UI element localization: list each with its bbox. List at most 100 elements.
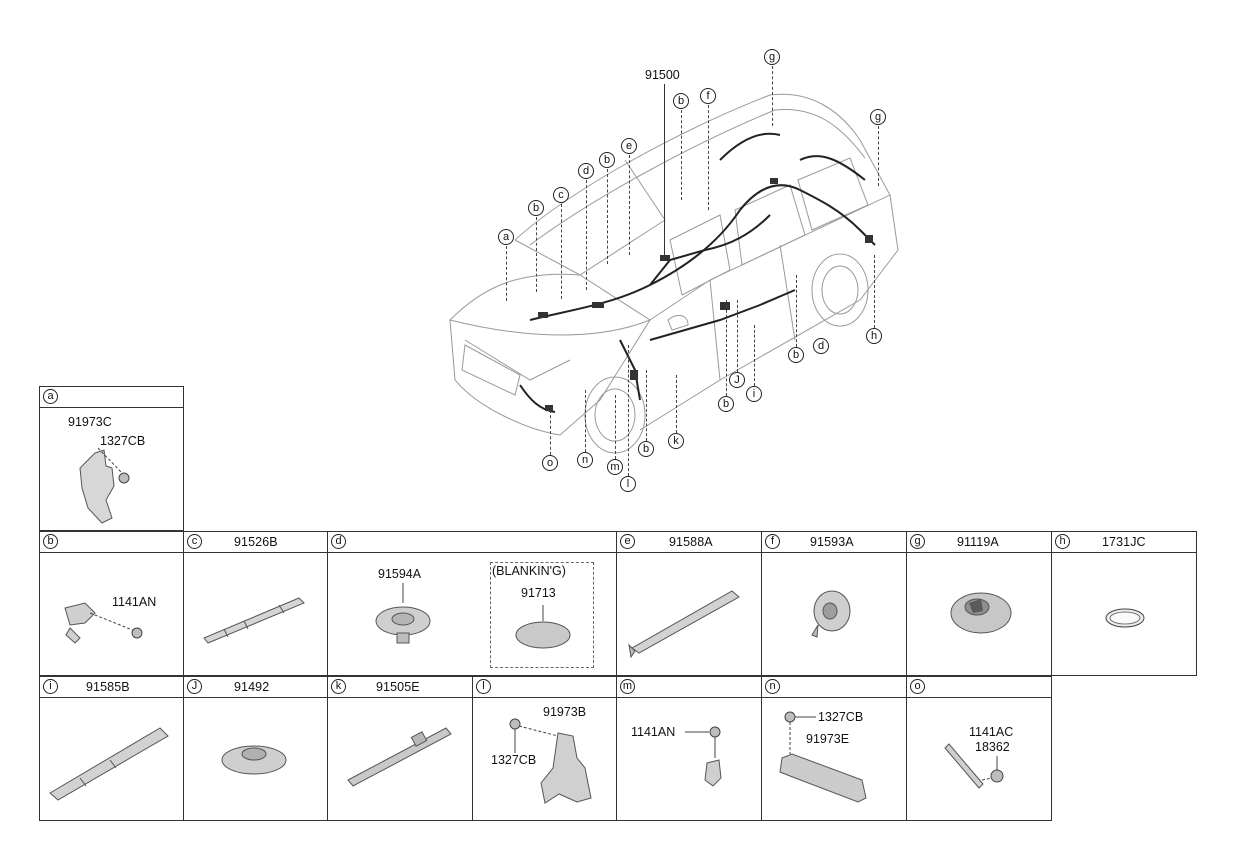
callout-a: a [498, 229, 514, 245]
bracket-illustration [509, 718, 592, 804]
cell-header: d [328, 532, 616, 553]
part-number: 1731JC [1102, 535, 1146, 549]
callout-c: c [553, 187, 569, 203]
bracket-illustration [79, 447, 130, 524]
leader-dash [536, 217, 537, 292]
callout-b: b [673, 93, 689, 109]
protector-illustration [49, 727, 169, 801]
callout-b: b [599, 152, 615, 168]
part-number: 91585B [86, 680, 130, 694]
leader-dash [676, 375, 677, 433]
leader-dash [646, 370, 647, 441]
callout-d: d [813, 338, 829, 354]
leader-dash [628, 345, 629, 476]
detail-cell-l: l 91973B 1327CB [472, 676, 617, 821]
detail-cell-g: g 91119A [906, 531, 1052, 676]
callout-n: n [577, 452, 593, 468]
detail-cell-o: o 1141AC 18362 [906, 676, 1052, 821]
detail-cell-f: f 91593A [761, 531, 907, 676]
cell-header: e 91588A [617, 532, 761, 553]
callout-i: i [746, 386, 762, 402]
leader-dash [629, 155, 630, 255]
cell-header: n [762, 677, 906, 698]
cell-header: g 91119A [907, 532, 1051, 553]
cell-letter: o [910, 679, 925, 694]
cell-letter: m [620, 679, 635, 694]
part-label: 91973B [543, 705, 587, 719]
part-label: 91594A [378, 567, 422, 581]
cell-header: m [617, 677, 761, 698]
leader-dash [506, 246, 507, 301]
part-number: 91505E [376, 680, 420, 694]
callout-J: J [729, 372, 745, 388]
cell-letter: e [620, 534, 635, 549]
ground-bolt-illustration [944, 743, 1004, 789]
detail-cell-e: e 91588A [616, 531, 762, 676]
callout-b: b [788, 347, 804, 363]
part-label: 91973E [806, 732, 850, 746]
callout-b: b [528, 200, 544, 216]
cell-header: J 91492 [184, 677, 327, 698]
callout-b: b [638, 441, 654, 457]
callout-g: g [870, 109, 886, 125]
plug-illustration [221, 745, 287, 775]
part-label: 1327CB [100, 434, 146, 448]
leader-dash [754, 325, 755, 386]
main-part-number: 91500 [645, 68, 680, 82]
blanking-box [490, 562, 594, 668]
cell-header: k 91505E [328, 677, 472, 698]
detail-cell-c: c 91526B [183, 531, 328, 676]
leader-dash [708, 105, 709, 210]
cell-letter: k [331, 679, 346, 694]
leader-dash [874, 255, 875, 328]
protector-illustration [347, 727, 452, 787]
detail-cell-m: m 1141AN [616, 676, 762, 821]
callout-b: b [718, 396, 734, 412]
part-number: 91588A [669, 535, 713, 549]
part-number: 91119A [957, 535, 999, 549]
leader-dash [878, 126, 879, 186]
part-label: 1141AN [631, 725, 676, 739]
callout-k: k [668, 433, 684, 449]
detail-cell-J: J 91492 [183, 676, 328, 821]
leader-dash [607, 169, 608, 264]
detail-cell-d: d 91594A (BLANKIN'G) 91713 [327, 531, 617, 676]
cell-header: o [907, 677, 1051, 698]
cell-letter: d [331, 534, 346, 549]
cell-header: h 1731JC [1052, 532, 1196, 553]
leader-dash [772, 66, 773, 126]
leader-dash [681, 110, 682, 200]
cell-header: b [40, 532, 183, 553]
leader-dash [737, 300, 738, 372]
cell-letter: a [43, 389, 58, 404]
cell-letter: g [910, 534, 925, 549]
leader-dash [726, 300, 727, 396]
vehicle-outline [449, 93, 899, 454]
cell-header: f 91593A [762, 532, 906, 553]
part-label: 91973C [68, 415, 112, 429]
clip-bolt-illustration [64, 602, 143, 644]
callout-h: h [866, 328, 882, 344]
cell-letter: n [765, 679, 780, 694]
leader-dash [585, 390, 586, 452]
leader-dash [615, 395, 616, 459]
leader-dash [550, 410, 551, 455]
part-number: 91593A [810, 535, 854, 549]
bracket-illustration [779, 711, 867, 803]
detail-cell-n: n 1327CB 91973E [761, 676, 907, 821]
cell-header: i 91585B [40, 677, 183, 698]
cell-header: l [473, 677, 616, 698]
cell-header: c 91526B [184, 532, 327, 553]
cell-letter: h [1055, 534, 1070, 549]
part-label: 18362 [975, 740, 1010, 754]
protector-illustration [203, 597, 305, 644]
leader-line [664, 84, 665, 259]
leader-dash [561, 204, 562, 299]
bolt-illustration [685, 726, 722, 787]
cell-letter: f [765, 534, 780, 549]
leader-dash [586, 180, 587, 290]
protector-illustration [628, 590, 740, 659]
cell-letter: J [187, 679, 202, 694]
part-label: (BLANKIN'G) [492, 564, 566, 578]
grommet-illustration [811, 590, 851, 638]
